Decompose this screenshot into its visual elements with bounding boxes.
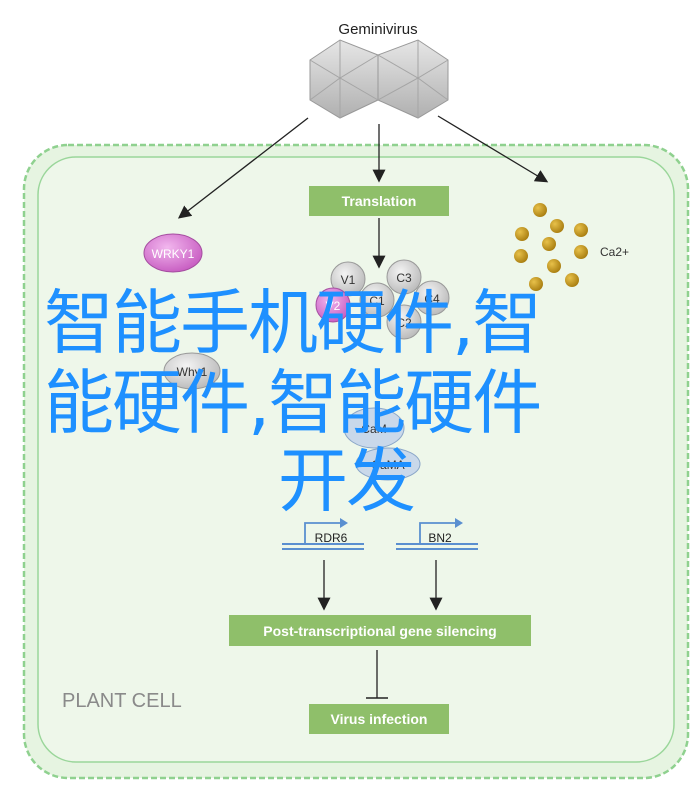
rdr6-gene <box>282 518 364 550</box>
why1-label: Why1 <box>177 365 208 379</box>
geminivirus-icon <box>309 39 449 119</box>
cama-label: CaMA <box>371 458 404 472</box>
bn2-label: BN2 <box>428 531 452 545</box>
c3-label: C3 <box>396 271 412 285</box>
wrky1-node <box>143 233 203 273</box>
c4-label: C4 <box>424 292 440 306</box>
translation-box <box>309 186 449 216</box>
c1-node <box>359 282 395 318</box>
silencing-label: Post-transcriptional gene silencing <box>263 623 496 639</box>
infection-label: Virus infection <box>331 711 428 727</box>
c4-node <box>414 280 450 316</box>
bn2-gene <box>396 518 478 550</box>
cam-label: CaM <box>361 422 386 436</box>
silencing-box <box>229 615 531 646</box>
rdr6-label: RDR6 <box>315 531 348 545</box>
c3-node <box>386 259 422 295</box>
ca-ion-cluster <box>514 203 588 291</box>
cam-node <box>343 407 405 449</box>
wrky1-label: WRKY1 <box>152 247 195 261</box>
c2-node <box>386 304 422 340</box>
arrow-virus-to-wrky1 <box>177 117 309 219</box>
infection-box <box>309 704 449 734</box>
translation-label: Translation <box>342 193 417 209</box>
plant-cell-inner <box>37 156 675 763</box>
c1-label: C1 <box>369 294 385 308</box>
why1-node <box>163 352 221 390</box>
v2-node <box>315 287 351 323</box>
v2-label: V2 <box>326 299 341 313</box>
ca2-label: Ca2+ <box>600 245 629 259</box>
arrow-virus-to-ca <box>437 115 549 183</box>
geminivirus-label: Geminivirus <box>338 21 417 38</box>
c2-label: C2 <box>396 316 412 330</box>
v1-label: V1 <box>341 273 356 287</box>
plant-cell-label: PLANT CELL <box>62 690 182 712</box>
cama-node <box>355 447 421 481</box>
